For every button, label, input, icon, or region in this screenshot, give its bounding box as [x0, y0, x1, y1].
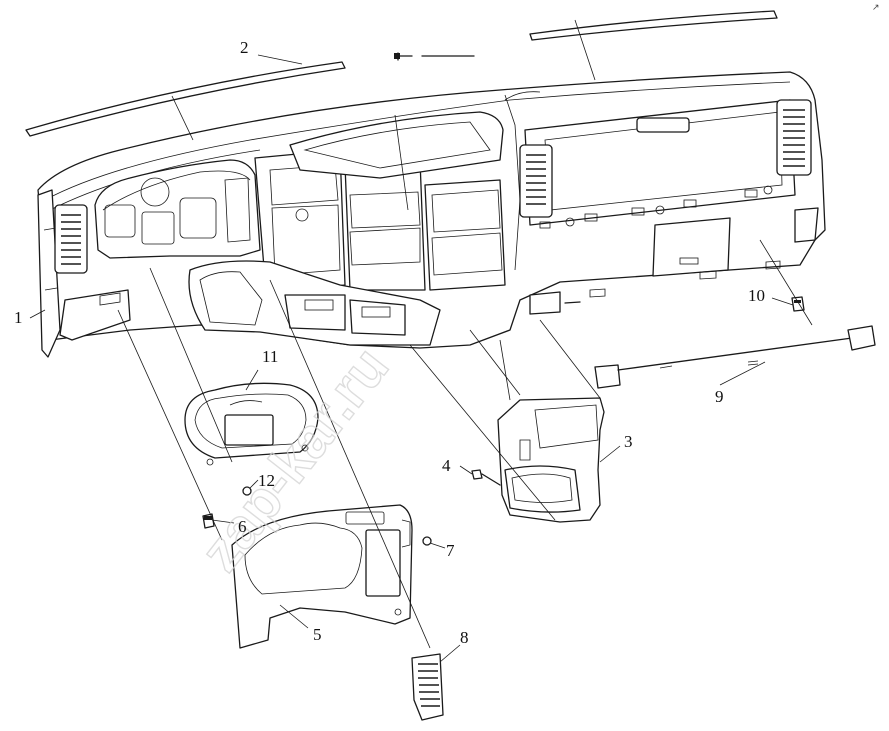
left-vent-grille [61, 214, 81, 265]
right-vent-grille [783, 109, 805, 167]
callout-6: 6 [238, 517, 247, 536]
callout-7: 7 [446, 541, 455, 560]
callout-3: 3 [624, 432, 633, 451]
corner-mark: ↗ [872, 3, 880, 13]
dashboard-main-panel [37, 71, 826, 358]
callout-10: 10 [748, 286, 765, 305]
callout-5: 5 [313, 625, 322, 644]
part-2-top-trim-strip [25, 10, 778, 137]
callout-12: 12 [258, 471, 275, 490]
switch-row [539, 185, 773, 229]
part-8-small-vent [411, 653, 444, 721]
callout-8: 8 [460, 628, 469, 647]
callout-2: 2 [240, 38, 249, 57]
center-right-vent-grille [526, 154, 546, 205]
part-12-nut [242, 486, 252, 496]
part-6-screw [202, 513, 215, 529]
callout-1: 1 [14, 308, 23, 327]
leader-lines [29, 19, 813, 663]
callout-4: 4 [442, 456, 451, 475]
part-3-air-duct [497, 397, 605, 523]
part-7-nut [422, 536, 432, 546]
part-11-instrument-cluster [184, 382, 319, 466]
part-4-screw [471, 469, 501, 486]
part-9-strap [594, 325, 876, 389]
callout-labels: 1 2 3 4 5 6 7 8 9 10 11 12 [14, 38, 765, 647]
part-5-cluster-bezel [231, 504, 413, 649]
callout-11: 11 [262, 347, 278, 366]
callout-9: 9 [715, 387, 724, 406]
